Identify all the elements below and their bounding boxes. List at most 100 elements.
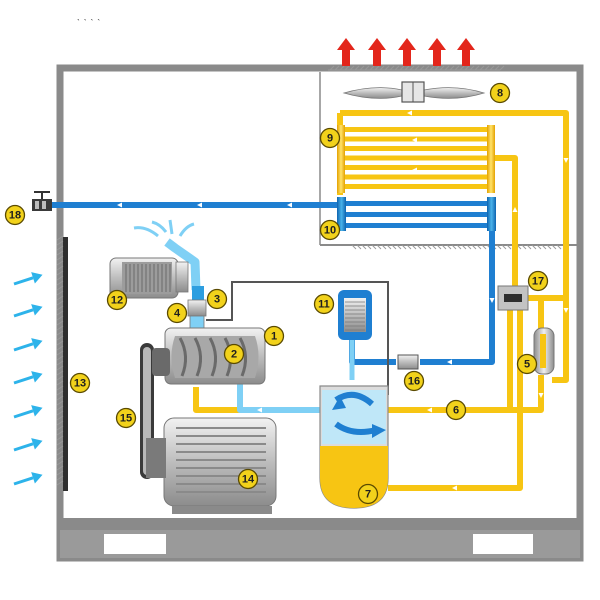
callout-3: 3	[206, 288, 228, 310]
callout-label: 4	[174, 308, 181, 320]
callout-11: 11	[313, 293, 335, 315]
control-line	[206, 281, 389, 395]
flow-arrow-icon	[407, 110, 412, 116]
callout-label: 13	[74, 378, 86, 390]
thermostatic-valve	[497, 285, 529, 311]
callout-10: 10	[319, 219, 341, 241]
callout-label: 10	[324, 225, 336, 237]
electric-motor	[146, 417, 277, 514]
flow-arrow-icon	[489, 298, 495, 303]
intake-arrow-icon	[151, 220, 168, 233]
swirl-arrow-icon	[332, 391, 386, 438]
exhaust-arrow-icon	[428, 38, 446, 66]
intake-arrow-icon	[133, 226, 159, 238]
callout-label: 3	[214, 294, 220, 306]
flow-arrow-icon	[427, 407, 432, 413]
intake-valve	[187, 286, 207, 329]
callout-label: 6	[453, 405, 459, 417]
separator-element	[338, 290, 372, 340]
intake-arrow-icon	[13, 405, 43, 419]
callout-label: 8	[497, 88, 503, 100]
callout-15: 15	[115, 407, 137, 429]
cabinet-frame	[56, 64, 584, 562]
oil-line-top	[340, 110, 569, 383]
flow-arrow-icon	[257, 407, 262, 413]
callout-label: 9	[327, 133, 333, 145]
oil-line-filter-return	[510, 375, 544, 413]
intake-grille	[56, 235, 68, 491]
flow-arrow-icon	[412, 137, 417, 143]
flow-arrow-icon	[563, 308, 569, 313]
callout-18: 18	[4, 204, 26, 226]
flow-arrow-icon	[452, 485, 457, 491]
intake-arrow-icon	[13, 472, 43, 486]
air-line-separator-out	[349, 340, 396, 365]
intake-arrow-icon	[13, 272, 43, 286]
flow-arrow-icon	[563, 158, 569, 163]
callout-2: 2	[223, 343, 245, 365]
caption-text: ̀ ̀ ̀ ̀	[80, 20, 105, 31]
flow-arrow-icon	[512, 207, 518, 212]
intake-path	[164, 238, 355, 413]
exhaust-arrow-icon	[337, 38, 355, 66]
intake-arrow-icon	[13, 304, 43, 318]
intake-arrow-icon	[13, 371, 43, 385]
flow-arrows	[117, 110, 569, 491]
ambient-intake-arrows	[13, 272, 43, 486]
forklift-slot-left	[104, 534, 166, 554]
callout-label: 15	[120, 413, 132, 425]
exhaust-arrow-icon	[368, 38, 386, 66]
flow-arrow-icon	[287, 202, 292, 208]
intake-arrows-top	[133, 219, 195, 238]
callout-label: 17	[532, 276, 544, 288]
callout-label: 7	[365, 489, 371, 501]
exhaust-arrows	[337, 38, 475, 66]
callout-5: 5	[516, 353, 538, 375]
callout-label: 2	[231, 349, 237, 361]
callout-14: 14	[237, 468, 259, 490]
oil-cooler	[337, 125, 495, 193]
callout-label: 14	[242, 474, 255, 486]
callout-8: 8	[489, 82, 511, 104]
oil-line-bottom	[388, 302, 523, 491]
intake-arrow-icon	[13, 338, 43, 352]
forklift-slot-right	[473, 534, 533, 554]
exhaust-arrow-icon	[398, 38, 416, 66]
callout-label: 5	[524, 359, 530, 371]
air-aftercooler	[337, 197, 496, 231]
fan-icon	[342, 81, 486, 103]
callout-label: 18	[9, 210, 21, 222]
intake-arrow-icon	[168, 219, 174, 235]
flow-arrow-icon	[538, 393, 544, 398]
flow-arrow-icon	[197, 202, 202, 208]
callout-9: 9	[319, 127, 341, 149]
callout-13: 13	[69, 372, 91, 394]
callout-6: 6	[445, 399, 467, 421]
callout-7: 7	[357, 483, 379, 505]
compressor-element	[164, 327, 266, 385]
min-pressure-valve	[397, 354, 419, 370]
air-filter	[109, 257, 189, 299]
callout-16: 16	[403, 370, 425, 392]
oil-line-to-compressor	[193, 387, 320, 413]
flow-arrow-icon	[447, 359, 452, 365]
callout-label: 16	[408, 376, 420, 388]
callout-4: 4	[166, 302, 188, 324]
intake-arrow-icon	[178, 222, 195, 237]
exhaust-arrow-icon	[457, 38, 475, 66]
outlet-valve	[32, 191, 52, 211]
callout-label: 12	[111, 295, 123, 307]
oil-filter	[533, 327, 555, 375]
flow-arrow-icon	[117, 202, 122, 208]
callout-1: 1	[263, 325, 285, 347]
oil-line-to-valve	[495, 155, 518, 295]
callout-17: 17	[527, 270, 549, 292]
flow-arrow-icon	[412, 167, 417, 173]
intake-arrow-icon	[13, 438, 43, 452]
callout-12: 12	[106, 289, 128, 311]
separator-vessel	[319, 385, 389, 509]
air-line-aftercooler-return	[420, 228, 495, 365]
